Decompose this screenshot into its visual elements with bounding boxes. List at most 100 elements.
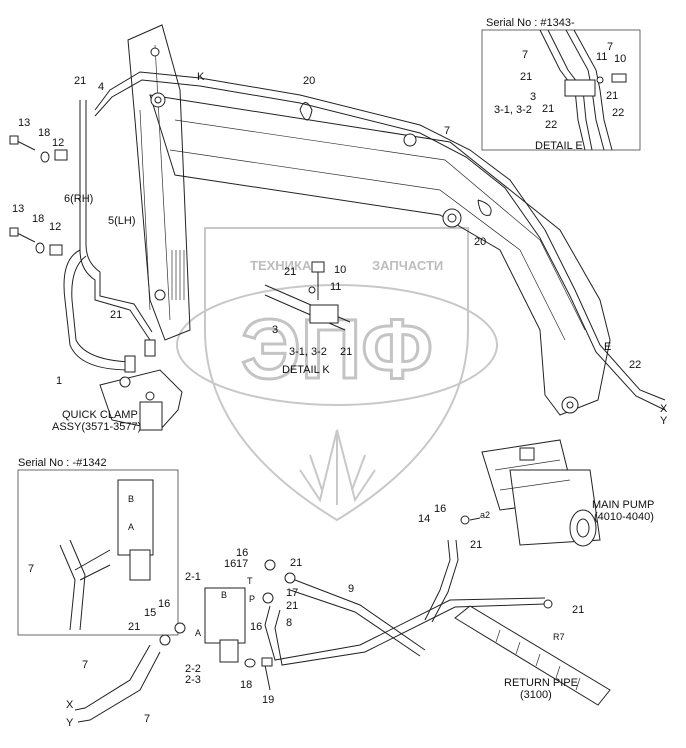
label-18-valve: 18 [240, 679, 252, 691]
detail-e-frame [481, 29, 641, 151]
label-17-valve-b: 17 [286, 587, 298, 599]
label-7-arm: 7 [444, 125, 450, 137]
label-21-mid: 21 [110, 309, 122, 321]
label-9: 9 [348, 583, 354, 595]
label-16-valve-c: 16 [158, 598, 170, 610]
detail-e-caption: DETAIL E [535, 140, 583, 152]
detail-e-label-10: 10 [614, 53, 626, 65]
return-pipe-line2: (3100) [520, 689, 552, 701]
label-12-top: 12 [52, 137, 64, 149]
pump-label-16: 16 [434, 503, 446, 515]
detail-e: Serial No : #1343- 7 7 11 10 21 21 3 21 … [481, 17, 641, 152]
detail-e-label-7b: 7 [607, 41, 613, 53]
main-pump: MAIN PUMP (4010-4040) 16 14 21 a2 [418, 439, 654, 551]
label-x-valve: X [66, 699, 74, 711]
label-x-arm: X [660, 403, 668, 415]
label-19: 19 [262, 694, 274, 706]
label-1: 1 [56, 375, 62, 387]
return-label-21: 21 [572, 604, 584, 616]
pump-label-14: 14 [418, 513, 430, 525]
boom-labels: 21 4 13 18 12 6(RH) 5(LH) 13 18 12 21 1 … [12, 71, 668, 433]
label-2-2: 2-2 [185, 663, 201, 675]
serial-box-label-7: 7 [28, 563, 34, 575]
detail-e-label-21c: 21 [542, 103, 554, 115]
valve-port-p: P [249, 594, 255, 604]
valve-port-a: A [195, 628, 201, 638]
pump-line1: MAIN PUMP [592, 499, 654, 511]
serial-box-title: Serial No : -#1342 [18, 457, 107, 469]
label-18-top: 18 [38, 127, 50, 139]
label-20-top: 20 [303, 75, 315, 87]
pump-port-a2: a2 [480, 510, 490, 520]
label-20-arm: 20 [474, 236, 486, 248]
label-2-1: 2-1 [185, 571, 201, 583]
label-4: 4 [98, 81, 104, 93]
watermark-right-text: ЗАПЧАСТИ [372, 258, 443, 273]
label-16-valve-b: 16 [224, 558, 236, 570]
label-6-rh: 6(RH) [64, 193, 93, 205]
label-16-valve-d: 16 [250, 621, 262, 633]
quick-clamp-line1: QUICK CLAMP [62, 409, 138, 421]
detail-k-label-3: 3 [272, 324, 278, 336]
label-15: 15 [144, 607, 156, 619]
detail-k-label-3-1: 3-1, 3-2 [289, 346, 327, 358]
detail-e-label-11: 11 [596, 51, 607, 63]
detail-e-label-21a: 21 [520, 71, 532, 83]
quick-clamp-line2: ASSY(3571-3577) [52, 421, 141, 433]
return-pipe: 21 R7 RETURN PIPE (3100) [454, 599, 611, 706]
label-7-valve-a: 7 [82, 659, 88, 671]
serial-box-port-b: B [128, 494, 134, 504]
label-13-mid: 13 [12, 203, 24, 215]
label-21-top: 21 [74, 75, 86, 87]
serial-box-port-a: A [128, 522, 134, 532]
detail-k-label-11: 11 [330, 281, 341, 293]
label-7-valve-b: 7 [144, 713, 150, 725]
detail-k-label-10: 10 [334, 264, 346, 276]
label-18-mid: 18 [32, 213, 44, 225]
label-22-arm: 22 [629, 359, 641, 371]
valve-port-b: B [221, 590, 227, 600]
fasteners-left [9, 135, 68, 256]
left-hoses [63, 100, 156, 373]
detail-k-label-21a: 21 [284, 266, 296, 278]
return-label-r7: R7 [553, 632, 565, 642]
detail-e-label-3: 3 [530, 91, 536, 103]
valve-port-t: T [247, 576, 253, 586]
label-e-marker: E [604, 341, 611, 353]
detail-e-label-22b: 22 [612, 107, 624, 119]
label-21-valve-a: 21 [290, 557, 302, 569]
label-17-valve-a: 17 [236, 558, 248, 570]
label-13-top: 13 [18, 117, 30, 129]
pump-label-21: 21 [470, 539, 482, 551]
detail-k-label-21b: 21 [340, 346, 352, 358]
label-12-mid: 12 [49, 221, 61, 233]
detail-e-label-22a: 22 [545, 119, 557, 131]
watermark-left-text: ТЕХНИКА [250, 258, 312, 273]
serial-box-frame [17, 469, 179, 636]
detail-k: 21 10 11 3 3-1, 3-2 21 DETAIL K [264, 261, 352, 376]
detail-e-label-7a: 7 [522, 49, 528, 61]
valve-labels: 2-1 16 17 21 16 15 16 21 9 17 21 16 8 2-… [66, 547, 354, 729]
label-16-valve-a: 16 [236, 547, 248, 559]
detail-e-serial: Serial No : #1343- [486, 17, 575, 29]
detail-k-caption: DETAIL K [282, 364, 330, 376]
detail-e-label-3-1: 3-1, 3-2 [494, 104, 532, 116]
watermark: ТЕХНИКА ЗАПЧАСТИ ЭПФ [176, 227, 498, 522]
valve-assembly [74, 539, 546, 723]
label-21-valve-c: 21 [286, 600, 298, 612]
label-y-arm: Y [660, 415, 668, 427]
label-5-lh: 5(LH) [108, 215, 136, 227]
detail-e-label-21b: 21 [606, 90, 618, 102]
serial-box-lower: Serial No : -#1342 B A 7 [17, 457, 179, 636]
return-pipe-line1: RETURN PIPE [504, 677, 578, 689]
label-k-marker: K [197, 71, 205, 83]
label-8: 8 [286, 617, 292, 629]
label-21-valve-b: 21 [128, 621, 140, 633]
pump-line2: (4010-4040) [594, 511, 654, 523]
boom-structure [94, 24, 666, 416]
label-y-valve: Y [66, 717, 74, 729]
label-2-3: 2-3 [185, 674, 201, 686]
watermark-wheat-icon [299, 429, 376, 505]
quick-clamp [99, 369, 183, 431]
